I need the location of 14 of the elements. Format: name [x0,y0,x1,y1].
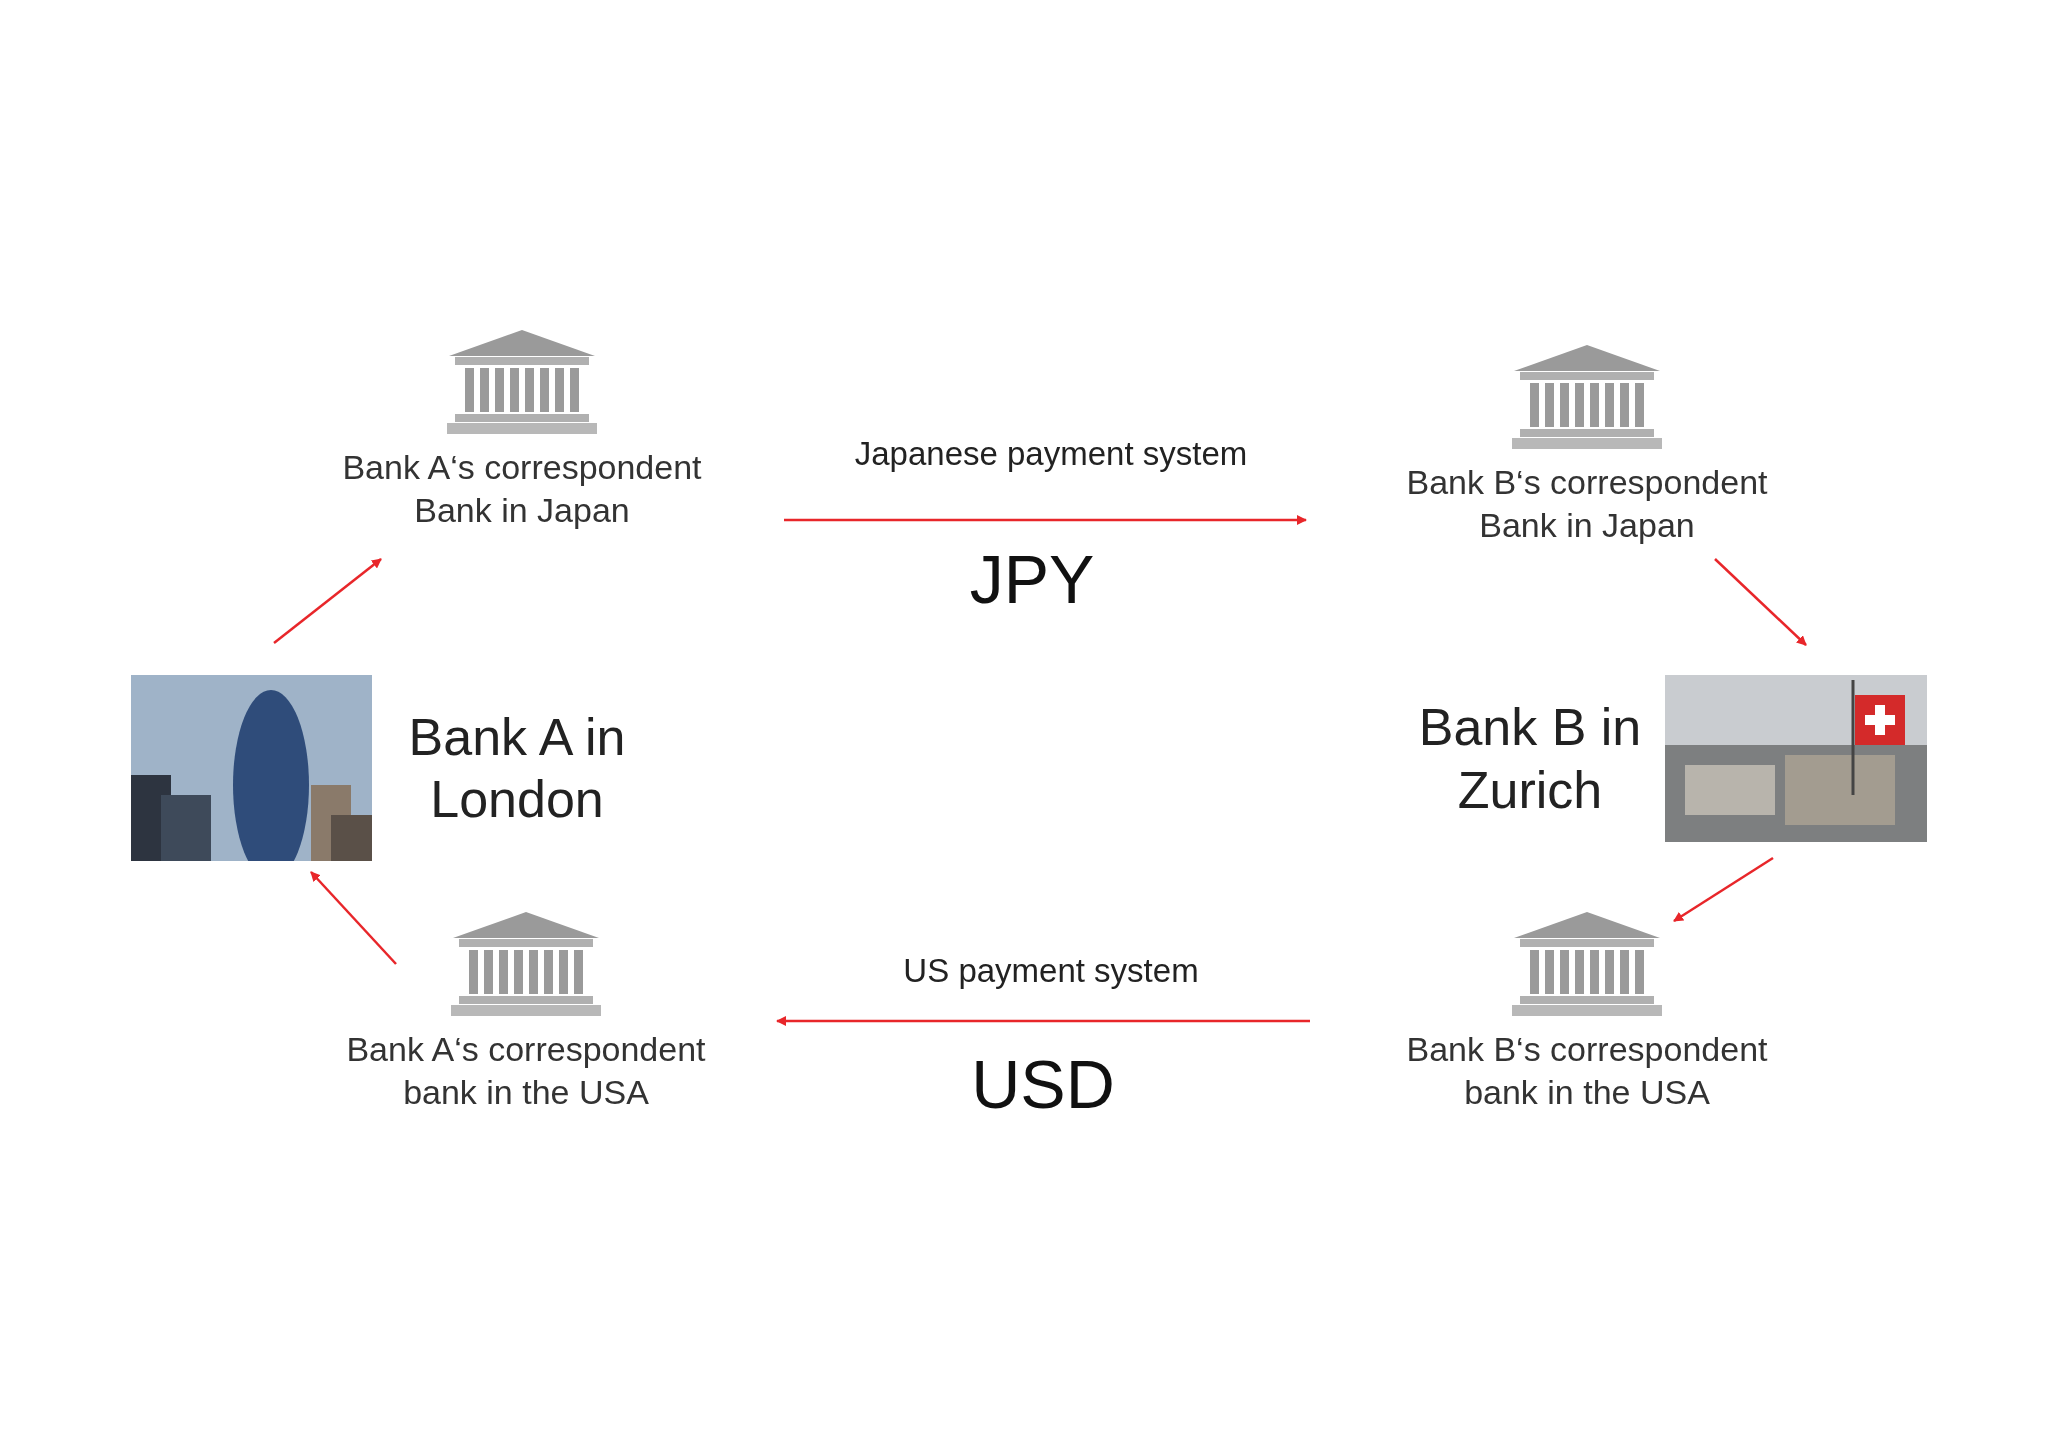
bank-label: Bank A‘s correspondent Bank in Japan [341,447,703,531]
arrow [776,1016,1310,1026]
arrow [273,558,382,644]
bank-label: Bank B‘s correspondent Bank in Japan [1405,462,1769,546]
currency-label: USD [971,1045,1115,1123]
arrow [310,871,397,965]
arrow [1673,856,1774,923]
currency-label: JPY [969,540,1095,618]
bank-label: Bank B in Zurich [1417,697,1643,821]
bank-label: Bank A in London [407,706,627,830]
arrow [784,515,1307,525]
bank-label: Bank A‘s correspondent bank in the USA [345,1029,707,1113]
arrow [1714,558,1807,646]
bank-label: Bank B‘s correspondent bank in the USA [1405,1029,1769,1113]
